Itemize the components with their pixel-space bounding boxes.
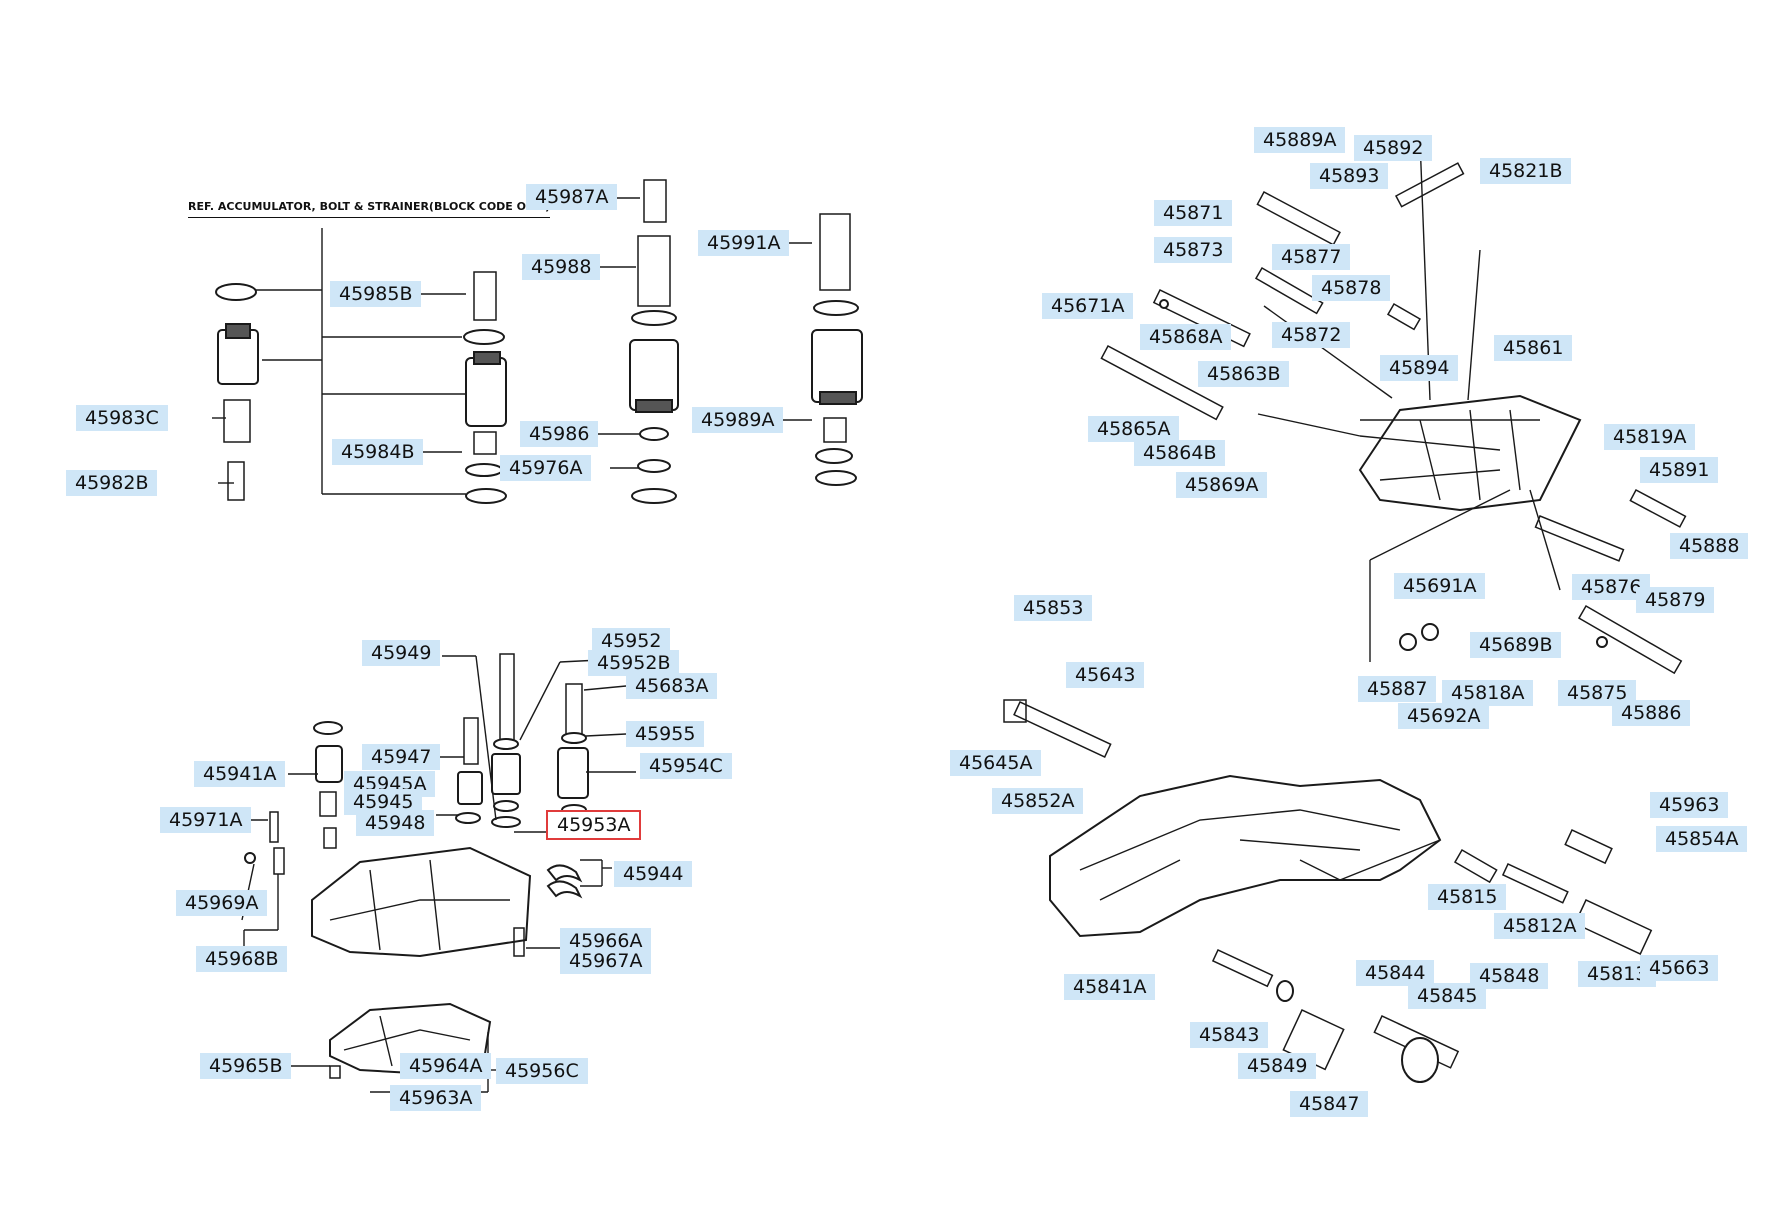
part-label-45965b[interactable]: 45965B bbox=[200, 1053, 292, 1079]
part-label-45888[interactable]: 45888 bbox=[1670, 533, 1749, 559]
part-label-45954c[interactable]: 45954C bbox=[640, 753, 732, 779]
part-label-45872[interactable]: 45872 bbox=[1272, 322, 1351, 348]
part-label-45868a[interactable]: 45868A bbox=[1140, 324, 1232, 350]
part-label-45952[interactable]: 45952 bbox=[592, 628, 671, 654]
part-label-45853[interactable]: 45853 bbox=[1014, 595, 1093, 621]
part-label-45986[interactable]: 45986 bbox=[520, 421, 599, 447]
part-label-45871[interactable]: 45871 bbox=[1154, 200, 1233, 226]
part-label-45847[interactable]: 45847 bbox=[1290, 1091, 1369, 1117]
part-label-45984b[interactable]: 45984B bbox=[332, 439, 424, 465]
part-label-45878[interactable]: 45878 bbox=[1312, 275, 1391, 301]
part-label-45963[interactable]: 45963 bbox=[1650, 792, 1729, 818]
part-label-45875[interactable]: 45875 bbox=[1558, 680, 1637, 706]
lower-left-valve-body bbox=[240, 653, 636, 1093]
part-label-45671a[interactable]: 45671A bbox=[1042, 293, 1134, 319]
part-label-45956c[interactable]: 45956C bbox=[496, 1058, 588, 1084]
part-label-45976a[interactable]: 45976A bbox=[500, 455, 592, 481]
part-label-45891[interactable]: 45891 bbox=[1640, 457, 1719, 483]
part-label-45964a[interactable]: 45964A bbox=[400, 1053, 492, 1079]
part-label-45947[interactable]: 45947 bbox=[362, 744, 441, 770]
lower-valve-body bbox=[1003, 699, 1653, 1083]
part-label-45692a[interactable]: 45692A bbox=[1398, 703, 1490, 729]
part-label-45845[interactable]: 45845 bbox=[1408, 983, 1487, 1009]
part-label-45821b[interactable]: 45821B bbox=[1480, 158, 1572, 184]
part-label-45894[interactable]: 45894 bbox=[1380, 355, 1459, 381]
part-label-45683a[interactable]: 45683A bbox=[626, 673, 718, 699]
part-label-45948[interactable]: 45948 bbox=[356, 810, 435, 836]
part-label-45879[interactable]: 45879 bbox=[1636, 587, 1715, 613]
part-label-45818a[interactable]: 45818A bbox=[1442, 680, 1534, 706]
part-label-45944[interactable]: 45944 bbox=[614, 861, 693, 887]
part-label-45987a[interactable]: 45987A bbox=[526, 184, 618, 210]
part-label-45955[interactable]: 45955 bbox=[626, 721, 705, 747]
part-label-45989a[interactable]: 45989A bbox=[692, 407, 784, 433]
upper-valves bbox=[1100, 139, 1687, 675]
part-label-45983c[interactable]: 45983C bbox=[76, 405, 168, 431]
part-label-45815[interactable]: 45815 bbox=[1428, 884, 1507, 910]
part-label-45952b[interactable]: 45952B bbox=[588, 650, 680, 676]
part-label-45877[interactable]: 45877 bbox=[1272, 244, 1351, 270]
upper-valve-body bbox=[1358, 394, 1582, 512]
part-label-45645a[interactable]: 45645A bbox=[950, 750, 1042, 776]
part-label-45971a[interactable]: 45971A bbox=[160, 807, 252, 833]
part-label-45886[interactable]: 45886 bbox=[1612, 700, 1691, 726]
part-label-45953a[interactable]: 45953A bbox=[545, 810, 642, 840]
part-label-45887[interactable]: 45887 bbox=[1358, 676, 1437, 702]
part-label-45854a[interactable]: 45854A bbox=[1656, 826, 1748, 852]
part-label-45643[interactable]: 45643 bbox=[1066, 662, 1145, 688]
part-label-45844[interactable]: 45844 bbox=[1356, 960, 1435, 986]
part-label-45819a[interactable]: 45819A bbox=[1604, 424, 1696, 450]
part-label-45991a[interactable]: 45991A bbox=[698, 230, 790, 256]
part-label-45864b[interactable]: 45864B bbox=[1134, 440, 1226, 466]
part-label-45691a[interactable]: 45691A bbox=[1394, 573, 1486, 599]
part-label-45812a[interactable]: 45812A bbox=[1494, 913, 1586, 939]
part-label-45873[interactable]: 45873 bbox=[1154, 237, 1233, 263]
part-label-45852a[interactable]: 45852A bbox=[992, 788, 1084, 814]
part-label-45689b[interactable]: 45689B bbox=[1470, 632, 1562, 658]
part-label-45892[interactable]: 45892 bbox=[1354, 135, 1433, 161]
part-label-45849[interactable]: 45849 bbox=[1238, 1053, 1317, 1079]
part-label-45865a[interactable]: 45865A bbox=[1088, 416, 1180, 442]
part-label-45861[interactable]: 45861 bbox=[1494, 335, 1573, 361]
part-label-45969a[interactable]: 45969A bbox=[176, 890, 268, 916]
part-label-45968b[interactable]: 45968B bbox=[196, 946, 288, 972]
accumulator-parts bbox=[215, 179, 863, 504]
part-label-45663[interactable]: 45663 bbox=[1640, 955, 1719, 981]
part-label-45985b[interactable]: 45985B bbox=[330, 281, 422, 307]
part-label-45988[interactable]: 45988 bbox=[522, 254, 601, 280]
part-label-45869a[interactable]: 45869A bbox=[1176, 472, 1268, 498]
header-note: REF. ACCUMULATOR, BOLT & STRAINER(BLOCK … bbox=[188, 200, 551, 218]
part-label-45843[interactable]: 45843 bbox=[1190, 1022, 1269, 1048]
part-label-45967a[interactable]: 45967A bbox=[560, 948, 652, 974]
part-label-45941a[interactable]: 45941A bbox=[194, 761, 286, 787]
part-label-45982b[interactable]: 45982B bbox=[66, 470, 158, 496]
part-label-45841a[interactable]: 45841A bbox=[1064, 974, 1156, 1000]
part-label-45949[interactable]: 45949 bbox=[362, 640, 441, 666]
part-label-45863b[interactable]: 45863B bbox=[1198, 361, 1290, 387]
part-label-45889a[interactable]: 45889A bbox=[1254, 127, 1346, 153]
part-label-45893[interactable]: 45893 bbox=[1310, 163, 1389, 189]
part-label-45963a[interactable]: 45963A bbox=[390, 1085, 482, 1111]
